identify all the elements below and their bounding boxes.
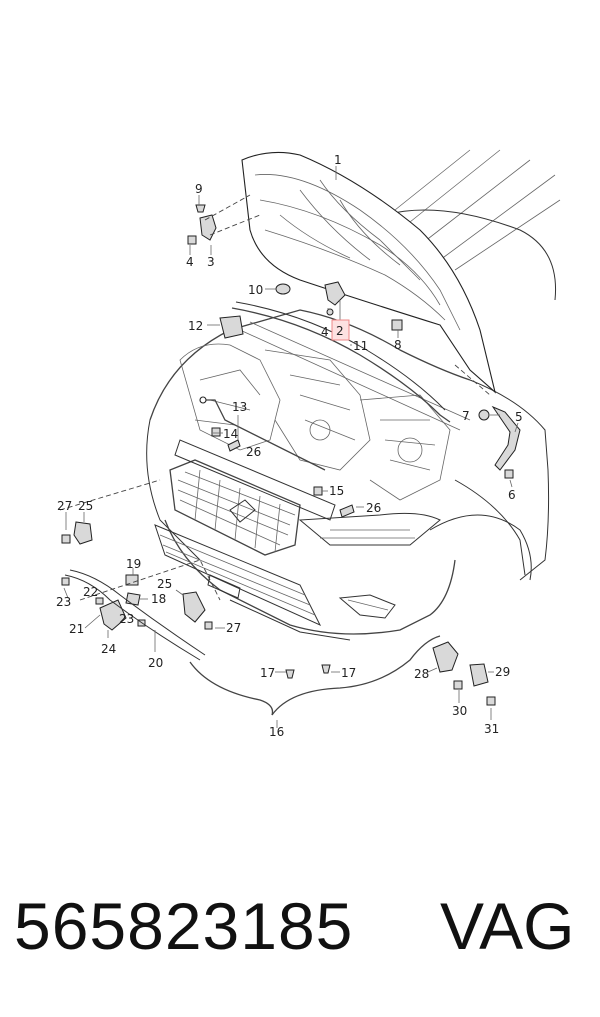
callout-24: 24 — [101, 642, 116, 656]
callout-4b: 4 — [321, 325, 329, 339]
callout-17b: 17 — [341, 666, 356, 680]
brand-label: VAG — [440, 889, 575, 963]
hood-seal-strip — [231, 307, 451, 423]
callout-4: 4 — [186, 255, 194, 269]
callout-30: 30 — [452, 704, 467, 718]
callout-13: 13 — [232, 400, 247, 414]
callout-23: 23 — [56, 595, 71, 609]
callout-7: 7 — [462, 409, 470, 423]
hood-prop-rod — [205, 399, 326, 471]
callout-19: 19 — [126, 557, 141, 571]
callout-20: 20 — [148, 656, 163, 670]
callout-25b: 25 — [157, 577, 172, 591]
exploded-parts-diagram: 1 2 3 4 4 5 6 7 8 9 10 11 12 13 14 15 16… — [56, 149, 561, 739]
part-number: 565823185 — [14, 889, 354, 963]
callout-31: 31 — [484, 722, 499, 736]
callout-25: 25 — [78, 499, 93, 513]
callout-26b: 26 — [366, 501, 381, 515]
callout-23b: 23 — [119, 612, 134, 626]
callout-8: 8 — [394, 338, 402, 352]
callout-10: 10 — [248, 283, 263, 297]
callout-14: 14 — [223, 427, 238, 441]
callout-16: 16 — [269, 725, 284, 739]
callout-29: 29 — [495, 665, 510, 679]
callout-27b: 27 — [226, 621, 241, 635]
leader-lines — [63, 166, 519, 728]
callout-17: 17 — [260, 666, 275, 680]
callout-5: 5 — [515, 410, 523, 424]
callout-26: 26 — [246, 445, 261, 459]
engine-bay — [174, 321, 471, 521]
callout-18: 18 — [151, 592, 166, 606]
callout-28: 28 — [414, 667, 429, 681]
callout-15: 15 — [329, 484, 344, 498]
callout-22: 22 — [83, 585, 98, 599]
hood-panel — [241, 151, 496, 396]
callout-2: 2 — [336, 324, 344, 338]
callout-6: 6 — [508, 488, 516, 502]
callout-12: 12 — [188, 319, 203, 333]
callout-labels: 1 2 3 4 4 5 6 7 8 9 10 11 12 13 14 15 16… — [56, 153, 523, 739]
callout-11: 11 — [353, 339, 368, 353]
callout-1: 1 — [334, 153, 342, 167]
front-grille — [154, 459, 322, 627]
car-body-outline — [146, 149, 561, 641]
callout-27: 27 — [57, 499, 72, 513]
callout-3: 3 — [207, 255, 215, 269]
release-cables — [59, 479, 441, 716]
highlight-box — [331, 319, 350, 341]
callout-9: 9 — [195, 182, 203, 196]
callout-21: 21 — [69, 622, 84, 636]
